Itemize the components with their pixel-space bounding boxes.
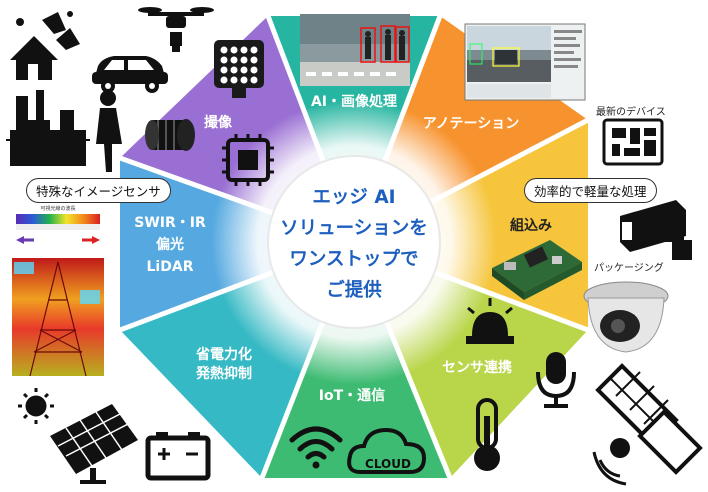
microphone-icon (536, 352, 576, 408)
cloud-icon: CLOUD (347, 427, 427, 474)
label-lidar: LiDAR (147, 259, 194, 275)
image-sensor-chip-icon (222, 134, 274, 186)
label-embedded: 組込み (510, 217, 552, 234)
collapsed-house-icon (10, 11, 80, 80)
wifi-icon (289, 426, 343, 469)
center-line-1: エッジ AI (312, 187, 395, 208)
latest-device-chip-icon (602, 118, 664, 166)
thermometer-icon (474, 398, 500, 471)
sun-icon (18, 388, 54, 424)
svg-text:可視光線の波長: 可視光線の波長 (40, 205, 75, 212)
special-image-sensor-callout: 特殊なイメージセンサ (26, 178, 171, 203)
car-icon (92, 56, 168, 93)
pedestrian-detection-photo (300, 14, 410, 86)
battery-icon (145, 432, 211, 481)
label-swir-ir: SWIR・IR (134, 215, 206, 231)
dome-camera-icon (583, 281, 669, 353)
label-ai-image-processing: AI・画像処理 (311, 93, 397, 110)
box-camera-icon (620, 200, 692, 260)
led-array-icon (214, 40, 264, 98)
cloud-label: CLOUD (365, 457, 411, 471)
factory-icon (6, 90, 90, 166)
label-annotation: アノテーション (423, 116, 519, 132)
label-power-saving: 省電力化 (195, 346, 252, 363)
label-imaging: 撮像 (204, 114, 233, 131)
latest-device-label: 最新のデバイス (596, 107, 666, 118)
label-iot-communication: IoT・通信 (319, 387, 385, 404)
packaging-label: パッケージング (594, 263, 664, 274)
drone-icon (138, 7, 214, 52)
beacon-light-icon (466, 298, 514, 344)
center-hub: エッジ AI ソリューションを ワンストップで ご提供 (267, 155, 441, 329)
satellite-icon (592, 363, 703, 486)
label-polarization: 偏光 (156, 236, 184, 253)
center-line-4: ご提供 (326, 279, 382, 301)
camera-lens-icon (145, 119, 195, 151)
woman-silhouette-icon (96, 90, 122, 172)
label-sensor-integration: センサ連携 (442, 359, 512, 376)
label-heat-suppression: 発熱抑制 (195, 365, 252, 382)
thermal-imaging-panel: 可視光線の波長 (12, 205, 104, 377)
embedded-board-icon (492, 240, 582, 300)
center-line-3: ワンストップで (289, 248, 418, 270)
annotated-road-photo (464, 23, 586, 101)
efficient-processing-callout: 効率的で軽量な処理 (524, 178, 657, 203)
solar-panel-icon (50, 404, 138, 484)
center-line-2: ソリューションを (280, 218, 428, 239)
